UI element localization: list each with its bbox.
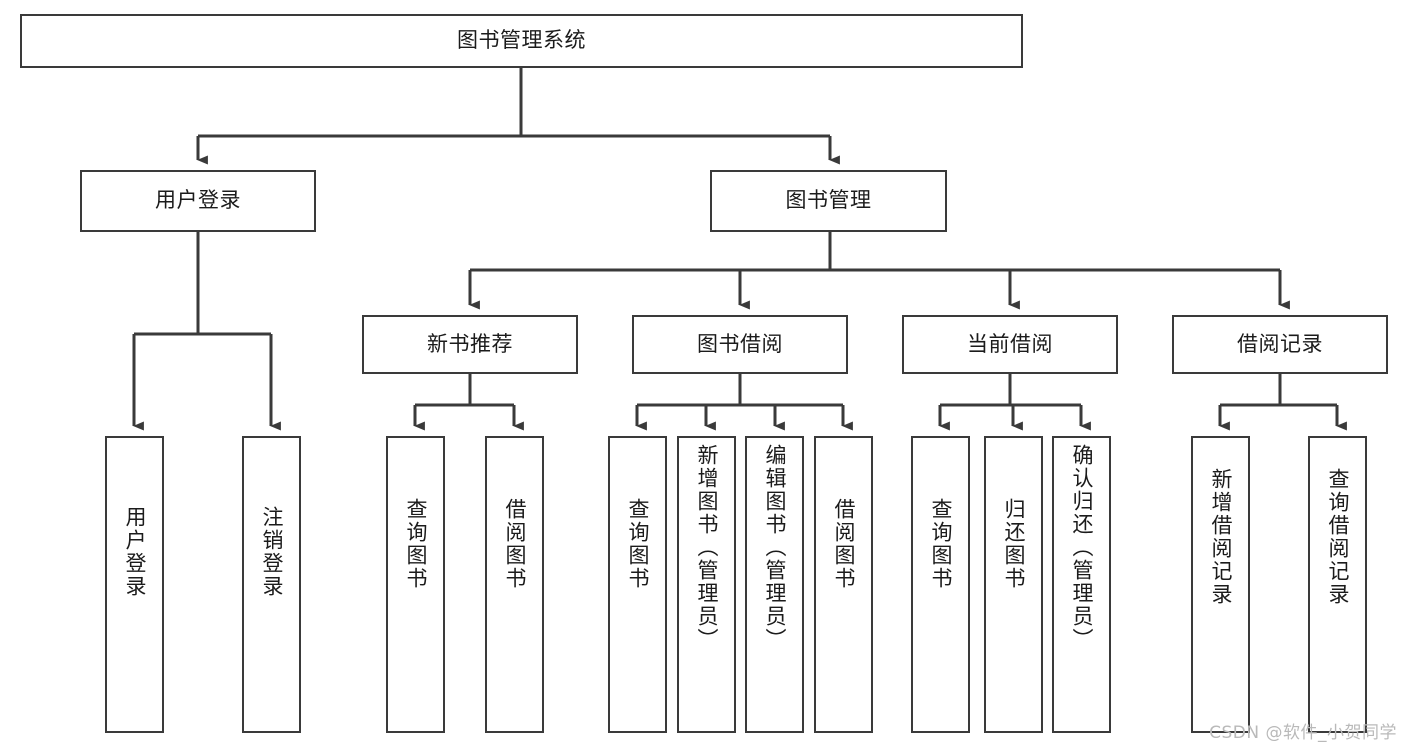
node-leaf-return-book[interactable]: 归还图书 — [984, 436, 1043, 733]
node-book-management-label: 图书管理 — [785, 188, 872, 213]
node-leaf-add-borrow-record-label: 新增借阅记录 — [1209, 468, 1233, 606]
node-borrow-record-label: 借阅记录 — [1237, 331, 1323, 356]
node-leaf-edit-book-admin[interactable]: 编辑图书（管理员） — [745, 436, 804, 733]
node-leaf-user-login[interactable]: 用户登录 — [105, 436, 164, 733]
node-borrow-record[interactable]: 借阅记录 — [1172, 315, 1388, 374]
node-leaf-query-borrow-record[interactable]: 查询借阅记录 — [1308, 436, 1367, 733]
node-book-borrow-label: 图书借阅 — [697, 331, 783, 356]
node-root[interactable]: 图书管理系统 — [20, 14, 1023, 68]
node-leaf-query-book-1-label: 查询图书 — [404, 498, 428, 590]
node-root-label: 图书管理系统 — [457, 28, 586, 53]
node-leaf-query-book-2-label: 查询图书 — [626, 498, 650, 590]
node-leaf-logout[interactable]: 注销登录 — [242, 436, 301, 733]
node-user-login[interactable]: 用户登录 — [80, 170, 316, 232]
node-leaf-borrow-book-1[interactable]: 借阅图书 — [485, 436, 544, 733]
node-leaf-edit-book-admin-label: 编辑图书（管理员） — [763, 444, 787, 651]
node-leaf-add-book-admin[interactable]: 新增图书（管理员） — [677, 436, 736, 733]
node-leaf-borrow-book-2[interactable]: 借阅图书 — [814, 436, 873, 733]
node-leaf-borrow-book-1-label: 借阅图书 — [503, 498, 527, 590]
node-leaf-confirm-return-admin-label: 确认归还（管理员） — [1070, 444, 1094, 651]
node-leaf-logout-label: 注销登录 — [260, 506, 284, 598]
node-new-book-recommend-label: 新书推荐 — [427, 331, 513, 356]
node-book-borrow[interactable]: 图书借阅 — [632, 315, 848, 374]
node-current-borrow[interactable]: 当前借阅 — [902, 315, 1118, 374]
node-leaf-query-book-1[interactable]: 查询图书 — [386, 436, 445, 733]
node-leaf-add-borrow-record[interactable]: 新增借阅记录 — [1191, 436, 1250, 733]
node-leaf-user-login-label: 用户登录 — [123, 506, 147, 598]
node-leaf-query-book-2[interactable]: 查询图书 — [608, 436, 667, 733]
node-leaf-confirm-return-admin[interactable]: 确认归还（管理员） — [1052, 436, 1111, 733]
node-leaf-query-book-3-label: 查询图书 — [929, 498, 953, 590]
node-leaf-return-book-label: 归还图书 — [1002, 498, 1026, 590]
node-current-borrow-label: 当前借阅 — [967, 331, 1053, 356]
node-new-book-recommend[interactable]: 新书推荐 — [362, 315, 578, 374]
csdn-watermark: CSDN @软件_小贺同学 — [1209, 723, 1397, 743]
node-book-management[interactable]: 图书管理 — [710, 170, 947, 232]
node-leaf-borrow-book-2-label: 借阅图书 — [832, 498, 856, 590]
node-leaf-query-book-3[interactable]: 查询图书 — [911, 436, 970, 733]
node-leaf-query-borrow-record-label: 查询借阅记录 — [1326, 468, 1350, 606]
node-user-login-label: 用户登录 — [155, 188, 241, 213]
node-leaf-add-book-admin-label: 新增图书（管理员） — [695, 444, 719, 651]
